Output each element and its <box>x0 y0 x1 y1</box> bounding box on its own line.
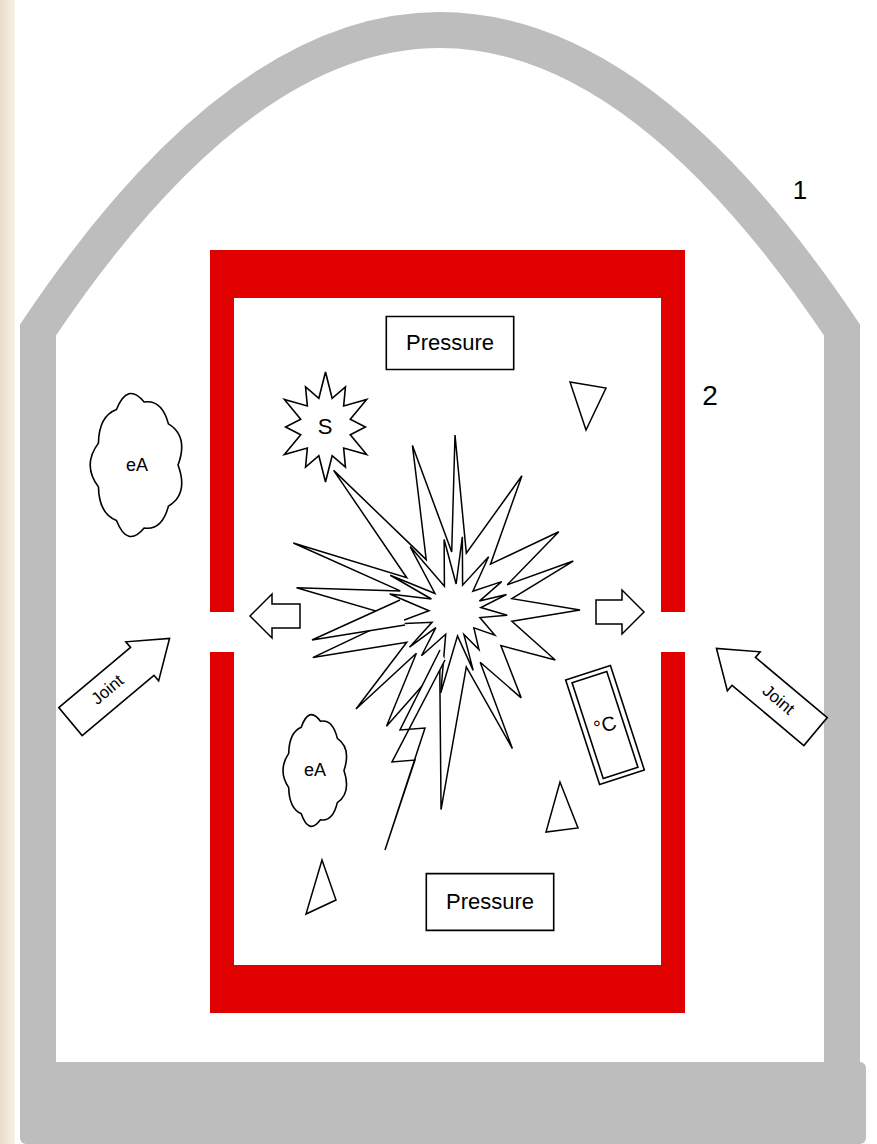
container-wall <box>661 250 685 612</box>
pressure-box: Pressure <box>385 316 515 370</box>
side-strip <box>0 0 15 1144</box>
particle-triangle <box>546 782 578 832</box>
node-text: eA <box>304 760 326 781</box>
explosion-inner <box>390 537 508 693</box>
text-holder: Pressure <box>406 330 494 355</box>
spark-star: S <box>278 372 373 482</box>
joint-arrow: Joint <box>699 628 834 753</box>
joint-arrow: Joint <box>53 618 188 743</box>
callout-number: 2 <box>702 381 718 412</box>
container-wall <box>210 652 234 1013</box>
callout-number: 1 <box>793 176 807 205</box>
node-text: S <box>318 414 333 439</box>
container-wall <box>661 652 685 1013</box>
particle-triangle <box>570 382 606 430</box>
gas-cloud: eA <box>83 385 191 545</box>
text-holder: Pressure <box>446 889 534 914</box>
lightning-spike <box>385 650 445 850</box>
housing-outline <box>38 30 842 1100</box>
particle-triangle <box>306 860 336 914</box>
node-text: Pressure <box>406 330 494 355</box>
hollow-arrow <box>250 594 300 638</box>
container-wall <box>210 250 685 298</box>
node-text: eA <box>126 455 148 476</box>
text-holder: eA <box>126 455 148 476</box>
hollow-arrow <box>596 590 644 634</box>
container-wall <box>210 250 234 612</box>
node-text: Pressure <box>446 889 534 914</box>
pressure-box: Pressure <box>425 873 555 931</box>
container-wall <box>210 965 685 1013</box>
explosion-spike <box>312 600 405 640</box>
housing-base <box>20 1062 866 1144</box>
text-holder: eA <box>304 760 326 781</box>
temperature-box: °C <box>565 664 645 785</box>
gas-cloud: eA <box>278 708 353 833</box>
text-holder: S <box>318 414 333 439</box>
